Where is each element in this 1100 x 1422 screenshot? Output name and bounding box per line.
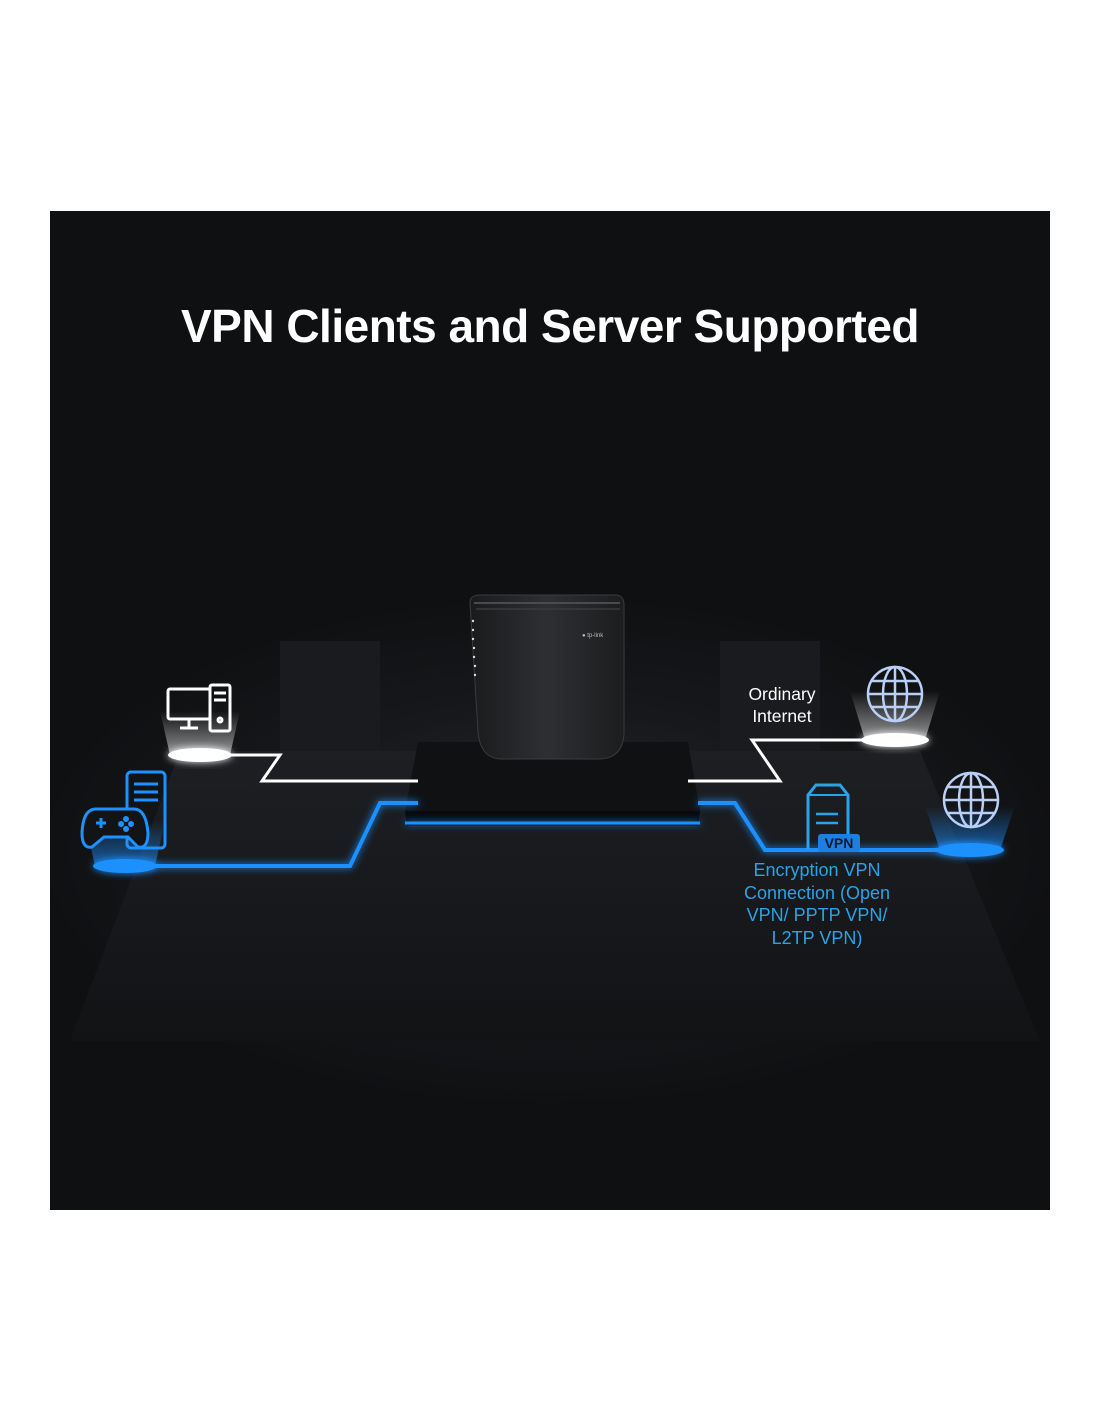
globe-icon: [866, 665, 924, 723]
ordinary-internet-label: Ordinary Internet: [722, 683, 842, 727]
vpn-internet-node-disk: [936, 843, 1004, 857]
game-controller-icon: [80, 770, 167, 850]
label-line: VPN/ PPTP VPN/: [746, 905, 888, 925]
label-line: L2TP VPN): [771, 927, 863, 948]
router-brand-logo: ● tp-link: [582, 633, 604, 639]
hero-panel: VPN Clients and Server Supported ● tp-li…: [50, 211, 1050, 1210]
background-block: [720, 641, 820, 751]
label-line: Internet: [752, 706, 812, 726]
vpn-badge: VPN: [825, 835, 854, 851]
globe-icon: [942, 771, 1000, 829]
router-platform: [405, 742, 700, 811]
network-diagram: ● tp-link: [70, 594, 1040, 1041]
ordinary-connection-left: [200, 753, 418, 783]
label-line: Encryption VPN: [753, 860, 881, 880]
internet-node-disk: [861, 733, 929, 747]
label-line: Ordinary: [748, 684, 816, 704]
desktop-node-disk: [168, 748, 232, 762]
background-block: [280, 641, 380, 751]
vpn-connection-label: Encryption VPN Connection (Open VPN/ PPT…: [722, 859, 912, 949]
label-line: Connection (Open: [743, 882, 891, 903]
page-title: VPN Clients and Server Supported: [180, 300, 920, 352]
router: ● tp-link: [469, 594, 625, 760]
vpn-connection-right: [698, 801, 970, 852]
floor: [70, 751, 1040, 1041]
vpn-server-icon: VPN: [806, 783, 860, 852]
vpn-connection-left: [125, 801, 418, 868]
ordinary-connection-right: [688, 738, 895, 783]
desktop-computer-icon: [166, 683, 232, 733]
gaming-node-disk: [93, 859, 157, 873]
